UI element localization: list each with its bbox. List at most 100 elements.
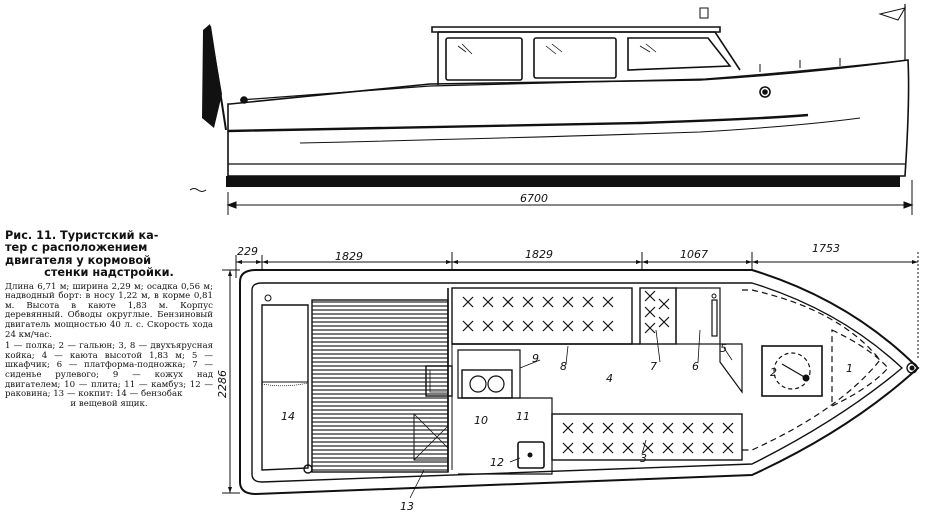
dim-1067: 1067: [680, 248, 708, 261]
platform-6: [675, 287, 721, 345]
caption-title-line-4: стенки надстройки.: [44, 266, 174, 280]
berth-cross: [582, 422, 594, 434]
hull-bottom-band: [226, 176, 900, 187]
stern-fitting: [240, 96, 248, 104]
burner-1: [469, 375, 487, 393]
engine-cover-9: [425, 365, 453, 397]
callout-4: 4: [606, 372, 613, 385]
shelf-1: [831, 329, 889, 407]
callout-7: 7: [650, 360, 657, 373]
berth-cross: [658, 298, 670, 310]
rub-strake: [227, 113, 809, 133]
berth-cross: [562, 296, 574, 308]
berth-cross: [722, 442, 734, 454]
berth-cross: [562, 422, 574, 434]
berth-cross: [644, 306, 656, 318]
berth-cross: [702, 442, 714, 454]
cleat-aft-top: [264, 294, 272, 302]
cockpit-hatch-13: [413, 413, 449, 461]
dim-1829-a: 1829: [335, 250, 363, 263]
berth-cross: [602, 422, 614, 434]
galley-11: [458, 397, 553, 475]
sink-12: [517, 441, 545, 469]
cabin-window-3: [627, 37, 732, 71]
cabin-roof: [431, 26, 721, 33]
callout-5: 5: [720, 342, 727, 355]
berth-cross: [642, 422, 654, 434]
berth-cross: [462, 320, 474, 332]
dim-1829-b: 1829: [525, 248, 553, 261]
berth-cross: [582, 296, 594, 308]
berth-cross: [542, 296, 554, 308]
wheel-handle: [711, 299, 718, 337]
caption-title-line-2: тер с расположением: [5, 241, 148, 255]
sheer-line: [239, 59, 909, 101]
callout-11: 11: [516, 410, 530, 423]
burner-2: [487, 375, 505, 393]
caption-specs: Длина 6,71 м; ширина 2,29 м; осадка 0,56…: [5, 281, 213, 340]
leader-lines: [409, 329, 733, 499]
berth-cross: [522, 320, 534, 332]
caption-legend-last: и вещевой ящик.: [70, 398, 148, 409]
berth-cross: [662, 442, 674, 454]
callout-1: 1: [846, 362, 853, 375]
rub-strake-lower: [299, 117, 861, 144]
transom-rope: [261, 382, 309, 387]
caption-title-line-1: Рис. 11. Туристский ка-: [5, 229, 159, 242]
berth-cross: [582, 320, 594, 332]
berth-cross: [682, 422, 694, 434]
cabin-side: [437, 31, 741, 85]
callout-14: 14: [281, 410, 295, 423]
berth-cross: [582, 442, 594, 454]
bow-fitting: [906, 362, 918, 374]
berth-cross: [562, 442, 574, 454]
bow-pennant: [878, 7, 907, 21]
berth-mattress-pattern: [462, 290, 734, 454]
berth-cross: [502, 320, 514, 332]
figure-caption: Рис. 11. Туристский ка- тер с расположен…: [5, 229, 213, 409]
callout-8: 8: [560, 360, 567, 373]
berth-cross: [682, 442, 694, 454]
caption-title: Рис. 11. Туристский ка- тер с расположен…: [5, 229, 213, 280]
berth-cross: [722, 422, 734, 434]
caption-legend-text: 1 — полка; 2 — гальюн; 3, 8 — двухъярусн…: [5, 341, 213, 400]
horn: [699, 7, 709, 19]
callout-10: 10: [474, 414, 488, 427]
berth-cross: [622, 422, 634, 434]
fuel-tank-box: [261, 304, 309, 471]
berth-cross: [502, 296, 514, 308]
stern-flag: [202, 24, 222, 128]
dim-1753: 1753: [812, 242, 840, 255]
rail-posts: [759, 58, 841, 72]
caption-legend: 1 — полка; 2 — гальюн; 3, 8 — двухъярусн…: [5, 341, 213, 409]
callout-6: 6: [692, 360, 699, 373]
callout-13: 13: [400, 500, 414, 513]
berth-cross: [482, 320, 494, 332]
plan-hull-inner: [251, 282, 904, 483]
berth-cross: [462, 296, 474, 308]
side-elevation: [189, 4, 910, 192]
overall-length-dimension: [226, 180, 914, 215]
cabin-window-1: [445, 37, 523, 81]
dim-overall-length: 6700: [520, 192, 548, 205]
cabin-window-2: [533, 37, 617, 79]
berth-cross: [622, 442, 634, 454]
berth-cross: [522, 296, 534, 308]
berth-cross: [562, 320, 574, 332]
berth-cross: [702, 422, 714, 434]
dim-229: 229: [237, 245, 258, 258]
callout-12: 12: [490, 456, 504, 469]
berth-cross: [658, 316, 670, 328]
locker-5: [719, 343, 743, 394]
berth-cross: [602, 442, 614, 454]
callout-3: 3: [640, 452, 647, 465]
berth-cross: [644, 322, 656, 334]
berth-cross: [542, 320, 554, 332]
caption-title-line-3: двигателя у кормовой: [5, 253, 152, 267]
toilet-2: [761, 345, 823, 397]
berth-cross: [602, 296, 614, 308]
waterline: [189, 188, 207, 192]
callout-9: 9: [532, 352, 539, 365]
berth-cross: [644, 290, 656, 302]
